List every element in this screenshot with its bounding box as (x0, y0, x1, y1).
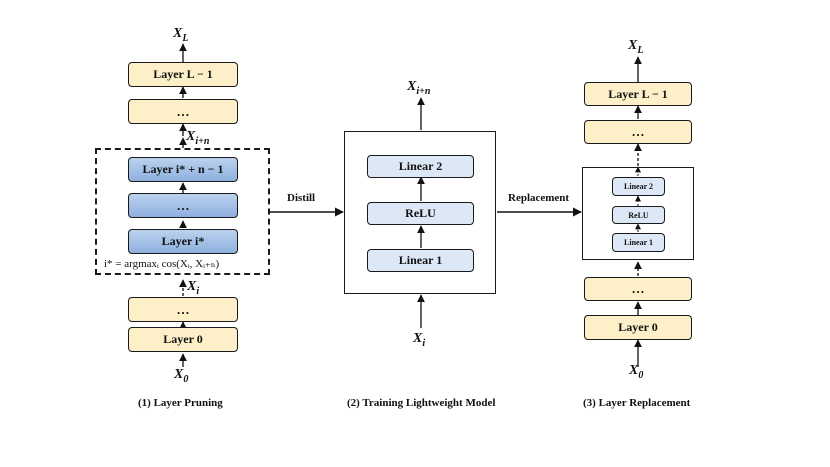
pruning-layer-i-star-plus-n-minus-1: Layer i* + n − 1 (128, 157, 238, 182)
pruning-caption: (1) Layer Pruning (138, 397, 223, 409)
pruning-output-label: XL (173, 26, 189, 44)
selection-formula: i* = argmaxᵢ cos(Xᵢ, Xᵢ₊ₙ) (104, 258, 220, 270)
replacement-output-label: XL (628, 38, 644, 56)
replacement-layer-L-minus-1: Layer L − 1 (584, 82, 692, 106)
replacement-caption: (3) Layer Replacement (583, 397, 691, 409)
training-linear-1: Linear 1 (367, 249, 474, 272)
replacement-dots-top: … (584, 120, 692, 144)
replacement-label: Replacement (508, 192, 570, 204)
pruning-layer-0: Layer 0 (128, 327, 238, 352)
training-output-label: Xi+n (407, 79, 431, 97)
training-input-label: Xi (413, 331, 426, 349)
pruning-input-label: X0 (174, 367, 189, 385)
training-relu: ReLU (367, 202, 474, 225)
replacement-input-label: X0 (629, 363, 644, 381)
pruning-dots-bottom: … (128, 297, 238, 322)
pruning-x-i-plus-n-label: Xi+n (186, 129, 210, 147)
distill-label: Distill (287, 192, 316, 204)
training-linear-2: Linear 2 (367, 155, 474, 178)
replacement-layer-0: Layer 0 (584, 315, 692, 340)
replacement-linear-1: Linear 1 (612, 233, 665, 252)
replacement-linear-2: Linear 2 (612, 177, 665, 196)
pruning-dots-top: … (128, 99, 238, 124)
replacement-model-frame (582, 167, 694, 260)
training-caption: (2) Training Lightweight Model (347, 397, 496, 409)
pruning-layer-i-star: Layer i* (128, 229, 238, 254)
replacement-relu: ReLU (612, 206, 665, 224)
pruning-dots-mid: … (128, 193, 238, 218)
lightweight-model-frame (344, 131, 496, 294)
pruning-layer-L-minus-1: Layer L − 1 (128, 62, 238, 87)
pruning-x-i-label: Xi (187, 279, 200, 297)
replacement-dots-bottom: … (584, 277, 692, 301)
pruned-layers-group (95, 148, 270, 275)
